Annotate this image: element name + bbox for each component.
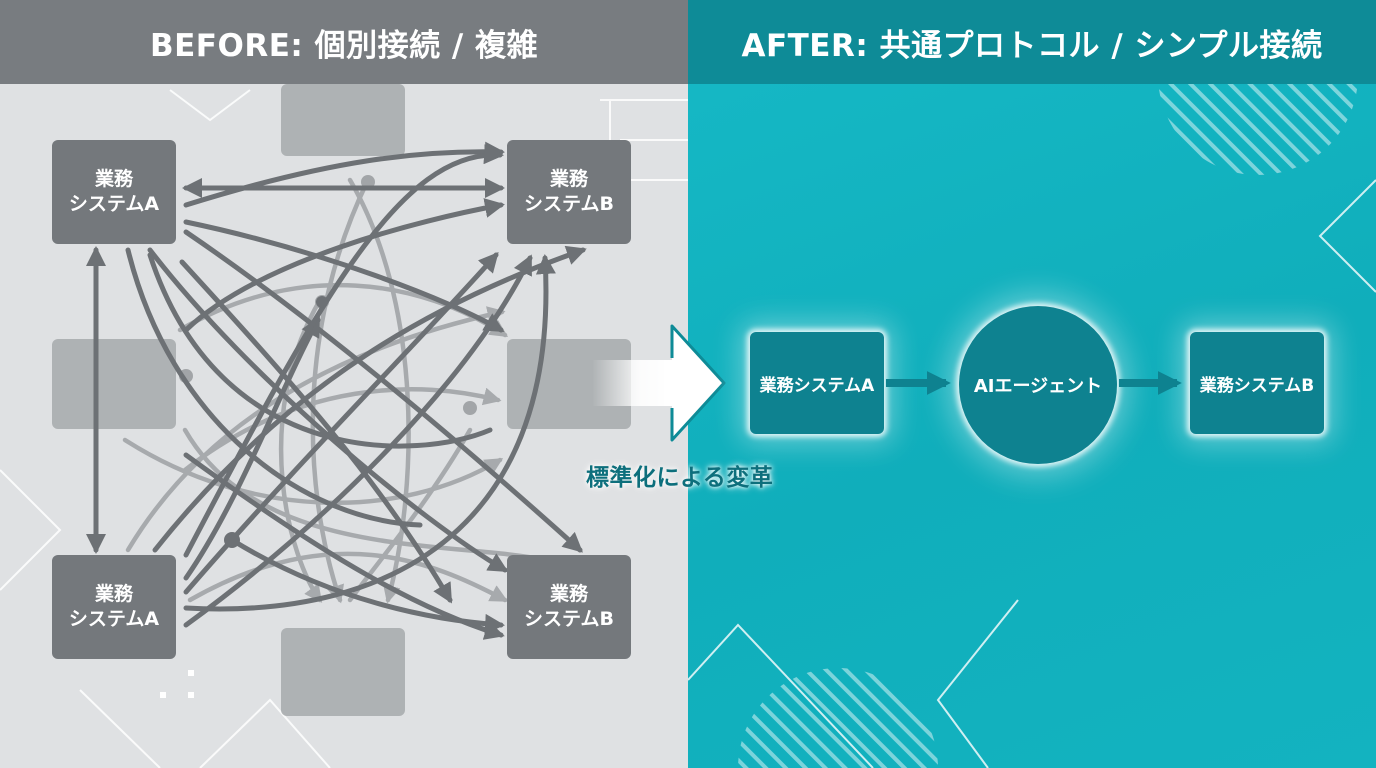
system-label-line1: 業務 xyxy=(549,583,588,605)
before-system-a-bottom: 業務 システムA xyxy=(52,555,176,659)
transition-label: 標準化による変革 xyxy=(586,465,774,491)
tangled-connections xyxy=(86,141,587,640)
before-title: BEFORE: 個別接続 / 複雑 xyxy=(0,0,688,84)
before-system-b-bottom: 業務 システムB xyxy=(507,555,631,659)
ai-agent-node: AIエージェント xyxy=(959,306,1117,464)
ghost-node-left xyxy=(52,339,176,429)
after-decoration xyxy=(688,84,1376,768)
before-decoration xyxy=(0,89,688,768)
after-system-a: 業務システムA xyxy=(750,332,884,434)
after-title: AFTER: 共通プロトコル / シンプル接続 xyxy=(688,0,1376,84)
system-label-line2: システムB xyxy=(524,193,614,215)
before-panel: BEFORE: 個別接続 / 複雑 業務 システムA 業務 システムB 業務 シ… xyxy=(0,0,688,768)
system-label-line2: システムA xyxy=(68,608,160,630)
before-system-a-top: 業務 システムA xyxy=(52,140,176,244)
system-label-line2: システムA xyxy=(68,193,160,215)
after-system-b: 業務システムB xyxy=(1190,332,1324,434)
system-label-line1: 業務 xyxy=(94,168,133,190)
system-label-line1: 業務 xyxy=(549,168,588,190)
ghost-node-bottom xyxy=(281,628,405,716)
ghost-node-top xyxy=(281,84,405,156)
before-system-b-top: 業務 システムB xyxy=(507,140,631,244)
system-label-line1: 業務 xyxy=(94,583,133,605)
system-label-line2: システムB xyxy=(524,608,614,630)
